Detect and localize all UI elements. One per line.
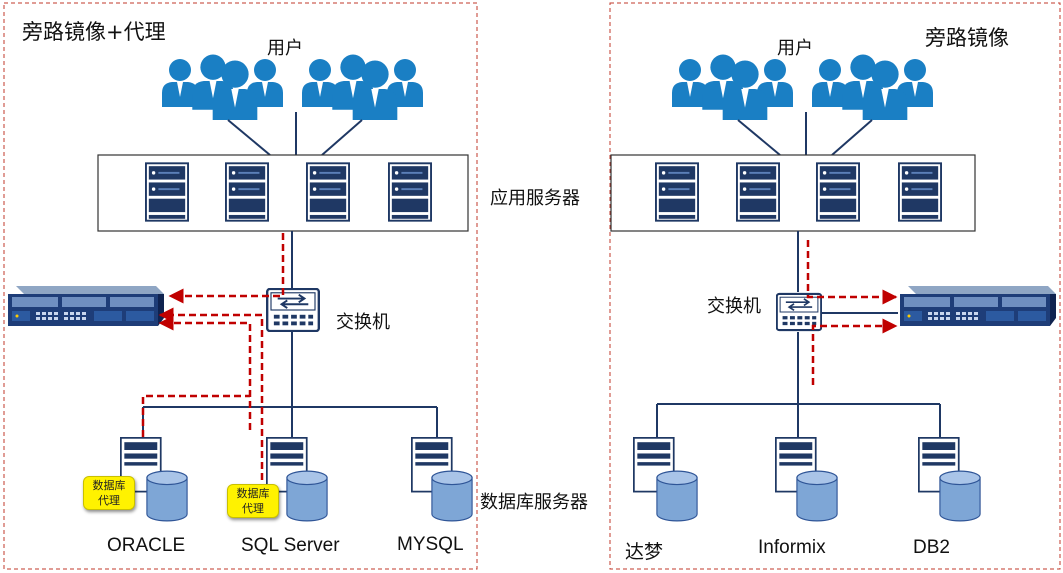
right-user-group-2 <box>812 54 933 120</box>
left-proxy-tag-oracle: 数据库代理 <box>83 476 135 510</box>
left-db-bus <box>142 332 438 437</box>
db-label-db2: DB2 <box>913 537 950 558</box>
right-db-servers <box>633 436 981 522</box>
left-users-label: 用户 <box>267 38 303 59</box>
left-user-links <box>227 112 363 156</box>
left-db-servers <box>120 436 473 522</box>
right-mirror-paths <box>806 240 898 385</box>
db-label-oracle: ORACLE <box>107 535 186 556</box>
db-label-sqlserver: SQL Server <box>241 535 340 556</box>
right-switch-label: 交换机 <box>707 296 761 317</box>
left-panel-frame <box>3 2 478 570</box>
db-servers-label: 数据库服务器 <box>480 492 588 513</box>
right-panel-title: 旁路镜像 <box>925 26 1009 50</box>
left-user-group-1 <box>162 54 283 120</box>
right-switch-icon <box>776 292 822 332</box>
db-label-informix: Informix <box>758 537 826 558</box>
db-label-dameng: 达梦 <box>625 542 664 563</box>
left-panel-title: 旁路镜像+代理 <box>22 20 166 44</box>
right-db-bus <box>656 332 941 437</box>
left-audit-appliance <box>8 286 164 326</box>
right-user-group-1 <box>672 54 793 120</box>
left-mirror-paths <box>141 233 285 480</box>
right-user-links <box>737 112 873 156</box>
left-proxy-tag-sqlserver: 数据库代理 <box>227 484 279 518</box>
right-panel-frame <box>609 2 1061 570</box>
left-user-group-2 <box>302 54 423 120</box>
right-audit-appliance <box>900 286 1056 326</box>
right-users-label: 用户 <box>777 38 813 59</box>
app-servers-label: 应用服务器 <box>490 188 580 209</box>
left-switch-label: 交换机 <box>336 312 390 333</box>
db-label-mysql: MYSQL <box>397 534 464 555</box>
